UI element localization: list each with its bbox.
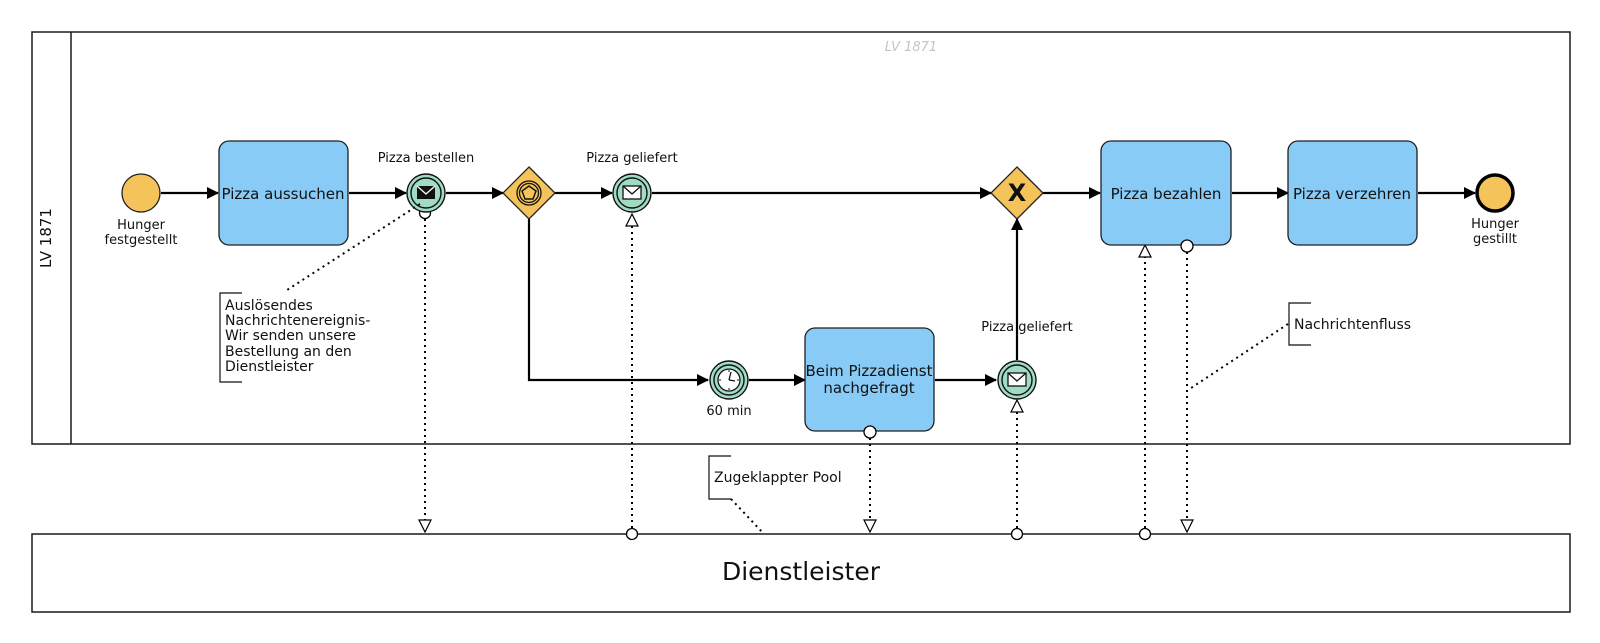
collapsed-pool-dienstleister[interactable]: Dienstleister [31, 533, 1571, 613]
annotation-message-flow-bracket [1288, 302, 1311, 346]
event-send-order-inner [410, 177, 442, 209]
task-pay-message-port [1180, 239, 1194, 253]
envelope-filled-icon [416, 185, 436, 199]
task-ask-message-port [863, 425, 877, 439]
event-timer[interactable] [709, 360, 749, 400]
annotation-trigger-line4: Bestellung an den [225, 344, 352, 360]
pool-border [31, 31, 1571, 445]
sequence-flows [161, 187, 1476, 386]
exclusive-gateway-diamond [990, 166, 1044, 220]
event-based-gateway-diamond [502, 166, 556, 220]
start-event-circle [121, 173, 161, 213]
event-pizza-delivered-2-label: Pizza geliefert [981, 320, 1072, 335]
event-send-order[interactable] [406, 173, 446, 213]
task-eat-pizza-box [1287, 140, 1418, 246]
envelope-icon [1007, 372, 1027, 387]
start-event-label-line2: festgestellt [105, 233, 178, 248]
collapsed-pool-border [31, 533, 1571, 613]
annotation-collapsed-pool-association [730, 498, 765, 535]
task-ask-provider[interactable]: Beim Pizzadienst nachgefragt [804, 327, 935, 439]
event-timer-label: 60 min [706, 404, 751, 419]
envelope-icon [622, 185, 642, 200]
event-pizza-delivered-inner [616, 177, 648, 209]
annotation-message-flow-text: Nachrichtenfluss [1294, 317, 1411, 333]
end-event[interactable] [1475, 173, 1515, 213]
flow-gateway-to-timer[interactable] [527, 219, 709, 386]
task-pay-pizza-label: Pizza bezahlen [1111, 185, 1222, 203]
pool-lv-1871: LV 1871 LV 1871 [31, 31, 1571, 445]
end-event-label-line1: Hunger [1471, 217, 1520, 232]
pool-watermark: LV 1871 [885, 40, 937, 55]
pool-name: LV 1871 [37, 208, 55, 268]
event-based-gateway[interactable] [502, 166, 556, 220]
event-based-gateway-inner-ring [518, 182, 540, 204]
event-pizza-delivered-2-inner [1001, 364, 1033, 396]
annotation-trigger[interactable]: Auslösendes Nachrichtenereignis- Wir sen… [219, 203, 421, 383]
task-ask-provider-label-line2: nachgefragt [823, 379, 914, 397]
annotation-trigger-line1: Auslösendes [225, 298, 313, 314]
start-event-label-line1: Hunger [117, 218, 166, 233]
task-select-pizza-box [218, 140, 349, 246]
task-select-pizza[interactable]: Pizza aussuchen [218, 140, 349, 246]
end-event-label-line2: gestillt [1473, 232, 1517, 247]
collapsed-pool-name: Dienstleister [722, 557, 881, 586]
event-based-gateway-outer-ring [516, 180, 542, 206]
annotation-message-flow[interactable]: Nachrichtenfluss [1187, 302, 1411, 391]
annotation-trigger-line2: Nachrichtenereignis- [225, 313, 370, 329]
event-pizza-delivered-2[interactable] [997, 360, 1037, 400]
event-send-order-label: Pizza bestellen [378, 151, 475, 166]
event-pizza-delivered-label: Pizza geliefert [586, 151, 677, 166]
task-select-pizza-label: Pizza aussuchen [222, 185, 345, 203]
event-pizza-delivered[interactable] [612, 173, 652, 213]
task-eat-pizza-label: Pizza verzehren [1293, 185, 1411, 203]
task-pay-pizza-box [1100, 140, 1232, 246]
clock-icon [717, 368, 741, 392]
annotation-message-flow-association [1187, 323, 1289, 391]
message-flows [425, 213, 1187, 534]
event-timer-inner [713, 364, 745, 396]
start-event[interactable] [121, 173, 161, 213]
x-icon: X [1008, 179, 1027, 207]
exclusive-gateway[interactable]: X [990, 166, 1044, 220]
task-ask-provider-label-line1: Beim Pizzadienst [805, 362, 932, 380]
pentagon-icon [521, 185, 537, 200]
task-pay-pizza[interactable]: Pizza bezahlen [1100, 140, 1232, 246]
annotation-trigger-line5: Dienstleister [225, 359, 314, 375]
annotation-collapsed-pool-text: Zugeklappter Pool [714, 470, 842, 486]
annotation-collapsed-pool[interactable]: Zugeklappter Pool [708, 455, 842, 535]
annotation-trigger-bracket [219, 292, 242, 383]
annotation-trigger-line3: Wir senden unsere [225, 328, 356, 344]
annotation-collapsed-pool-bracket [708, 455, 731, 500]
task-eat-pizza[interactable]: Pizza verzehren [1287, 140, 1418, 246]
end-event-circle [1475, 173, 1515, 213]
